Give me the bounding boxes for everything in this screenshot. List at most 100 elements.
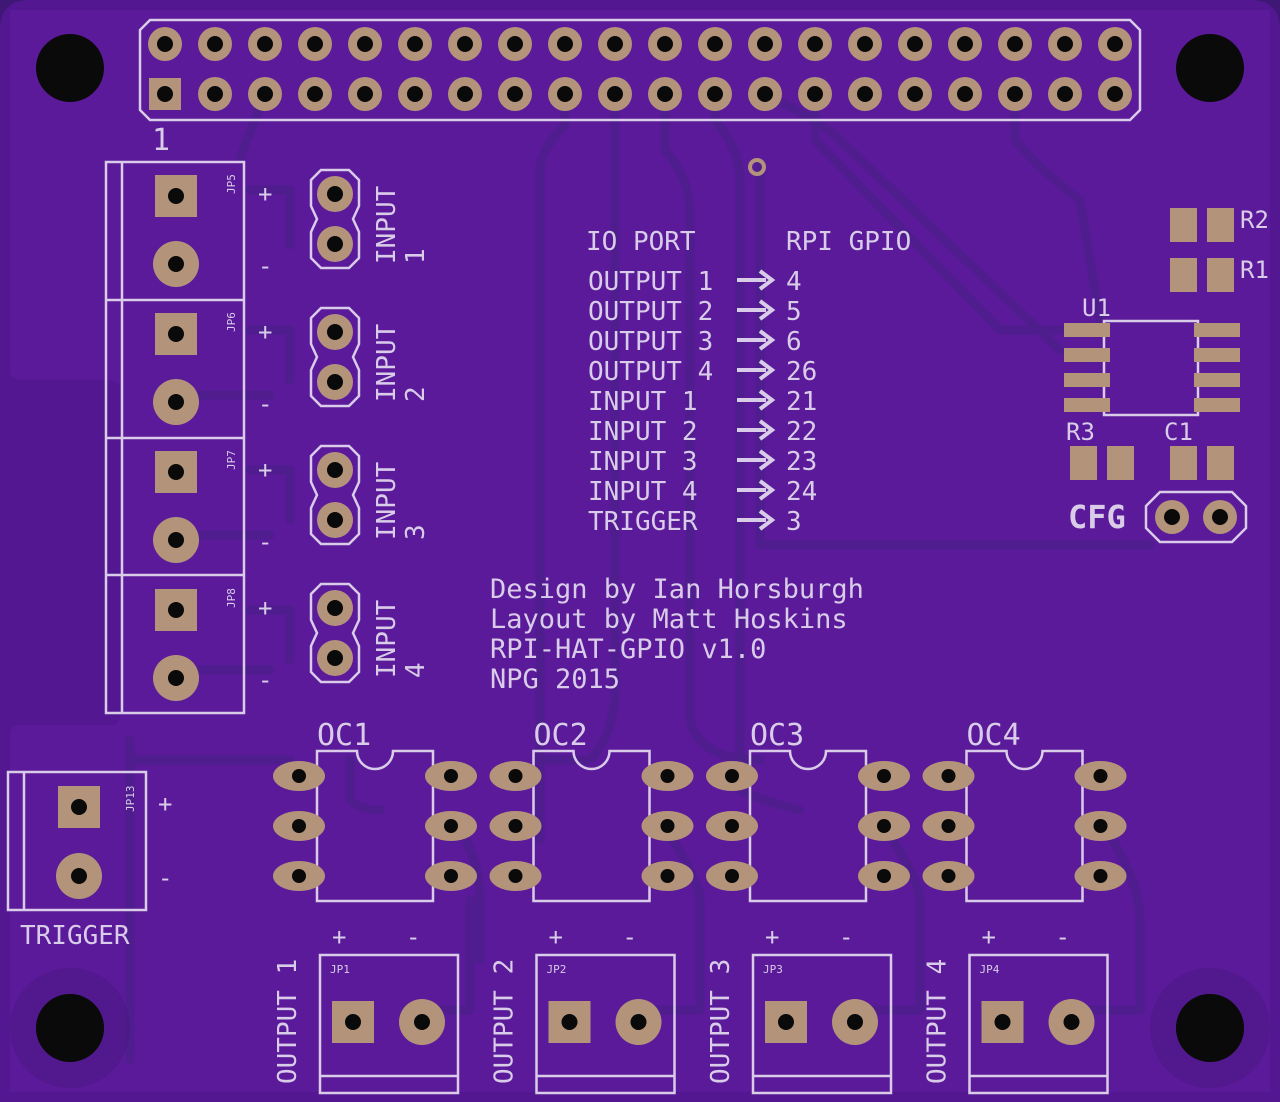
- trigger-label: TRIGGER: [20, 921, 130, 951]
- input-ref: JP7: [225, 450, 238, 470]
- via: [748, 158, 766, 176]
- output-plus-label: +: [982, 923, 996, 951]
- trigger-ref: JP13: [124, 786, 137, 813]
- mapping-gpio: 4: [786, 267, 802, 297]
- input-jumper-number: 2: [401, 386, 431, 402]
- output-outline: [318, 953, 460, 1095]
- mapping-gpio: 3: [786, 507, 802, 537]
- pin1-label: 1: [152, 123, 170, 158]
- mapping-gpio: 26: [786, 357, 817, 387]
- optocoupler-label: OC2: [534, 718, 588, 753]
- smd-components: R2 R1 U1 R3 C1 CFG: [1064, 206, 1269, 544]
- mapping-port: INPUT 2: [588, 417, 698, 447]
- u1-pad: [1064, 348, 1110, 362]
- r2-pad: [1170, 208, 1197, 242]
- input-jumper-outline: [309, 444, 361, 546]
- header-pins: [148, 27, 1132, 111]
- credits: Design by Ian Horsburgh Layout by Matt H…: [490, 574, 864, 695]
- input-jumper-number: 4: [401, 662, 431, 678]
- u1-pad: [1064, 323, 1110, 337]
- mapping-row: TRIGGER 3: [588, 507, 802, 537]
- optocoupler-2: OC2: [489, 718, 694, 903]
- r1-pad: [1207, 258, 1234, 292]
- input-jumper-label: INPUT: [372, 461, 402, 540]
- output-label: OUTPUT 1: [273, 959, 303, 1084]
- c1-pad: [1207, 446, 1234, 480]
- gpio-header: 1: [138, 18, 1142, 158]
- mapping-port: INPUT 4: [588, 477, 698, 507]
- r3-label: R3: [1066, 418, 1095, 446]
- input-terminal-block: [104, 160, 246, 715]
- mapping-gpio: 21: [786, 387, 817, 417]
- input-jumper-outline: [309, 306, 361, 408]
- copper-traces: [125, 90, 1155, 1065]
- mapping-gpio: 22: [786, 417, 817, 447]
- output-outline: [535, 953, 676, 1095]
- input-jumper-number: 1: [401, 248, 431, 264]
- input-jumper-outline: [309, 168, 361, 270]
- output-ref: JP2: [547, 963, 567, 976]
- mapping-row: OUTPUT 4 26: [588, 357, 817, 387]
- mapping-row: INPUT 2 22: [588, 417, 817, 447]
- u1-pad: [1194, 348, 1240, 362]
- optocoupler-outline: [315, 749, 435, 903]
- r3-pad: [1107, 446, 1134, 480]
- r1-label: R1: [1240, 256, 1269, 284]
- c1-label: C1: [1164, 418, 1193, 446]
- input-minus-label: -: [258, 528, 272, 556]
- optocoupler-1: OC1: [273, 718, 477, 903]
- u1-pad: [1064, 373, 1110, 387]
- optocoupler-label: OC4: [967, 718, 1021, 753]
- mapping-port: OUTPUT 4: [588, 357, 713, 387]
- output-ref: JP3: [763, 963, 783, 976]
- output-connector-4: JP4+-OUTPUT 4: [923, 923, 1109, 1095]
- input-plus-label: +: [258, 594, 272, 622]
- input-plus-label: +: [258, 318, 272, 346]
- input-plus-label: +: [258, 180, 272, 208]
- output-connector-3: JP3+-OUTPUT 3: [706, 923, 893, 1095]
- input-minus-label: -: [258, 390, 272, 418]
- mapping-gpio: 5: [786, 297, 802, 327]
- output-label: OUTPUT 3: [706, 959, 736, 1084]
- output-plus-label: +: [332, 923, 346, 951]
- input-minus-label: -: [258, 252, 272, 280]
- trigger-connector: JP13 + - TRIGGER: [6, 770, 172, 951]
- mapping-header-left: IO PORT: [586, 227, 696, 257]
- input-jumper-label: INPUT: [372, 185, 402, 264]
- input-minus-label: -: [258, 666, 272, 694]
- mounting-holes: [10, 34, 1270, 1088]
- output-plus-label: +: [549, 923, 563, 951]
- optocoupler-outline: [532, 749, 651, 903]
- optocoupler-label: OC1: [317, 718, 371, 753]
- u1-label: U1: [1082, 294, 1111, 322]
- credit-line: Design by Ian Horsburgh: [490, 574, 864, 605]
- input-plus-label: +: [258, 456, 272, 484]
- r2-label: R2: [1240, 206, 1269, 234]
- c1-pad: [1170, 446, 1197, 480]
- mapping-port: INPUT 3: [588, 447, 698, 477]
- mapping-port: TRIGGER: [588, 507, 698, 537]
- input-jumper-label: INPUT: [372, 323, 402, 402]
- mapping-header-right: RPI GPIO: [786, 227, 911, 257]
- credit-line: NPG 2015: [490, 664, 620, 695]
- output-ref: JP1: [330, 963, 350, 976]
- output-outline: [968, 953, 1109, 1095]
- u1-pad: [1064, 398, 1110, 412]
- input-jumper-number: 3: [401, 524, 431, 540]
- output-minus-label: -: [839, 923, 853, 951]
- output-label: OUTPUT 4: [923, 959, 953, 1084]
- output-minus-label: -: [406, 923, 420, 951]
- output-ref: JP4: [980, 963, 1000, 976]
- mapping-gpio: 23: [786, 447, 817, 477]
- trigger-plus: +: [158, 790, 172, 818]
- mount-hole-tr: [1176, 34, 1244, 102]
- output-label: OUTPUT 2: [490, 959, 520, 1084]
- mapping-row: INPUT 3 23: [588, 447, 817, 477]
